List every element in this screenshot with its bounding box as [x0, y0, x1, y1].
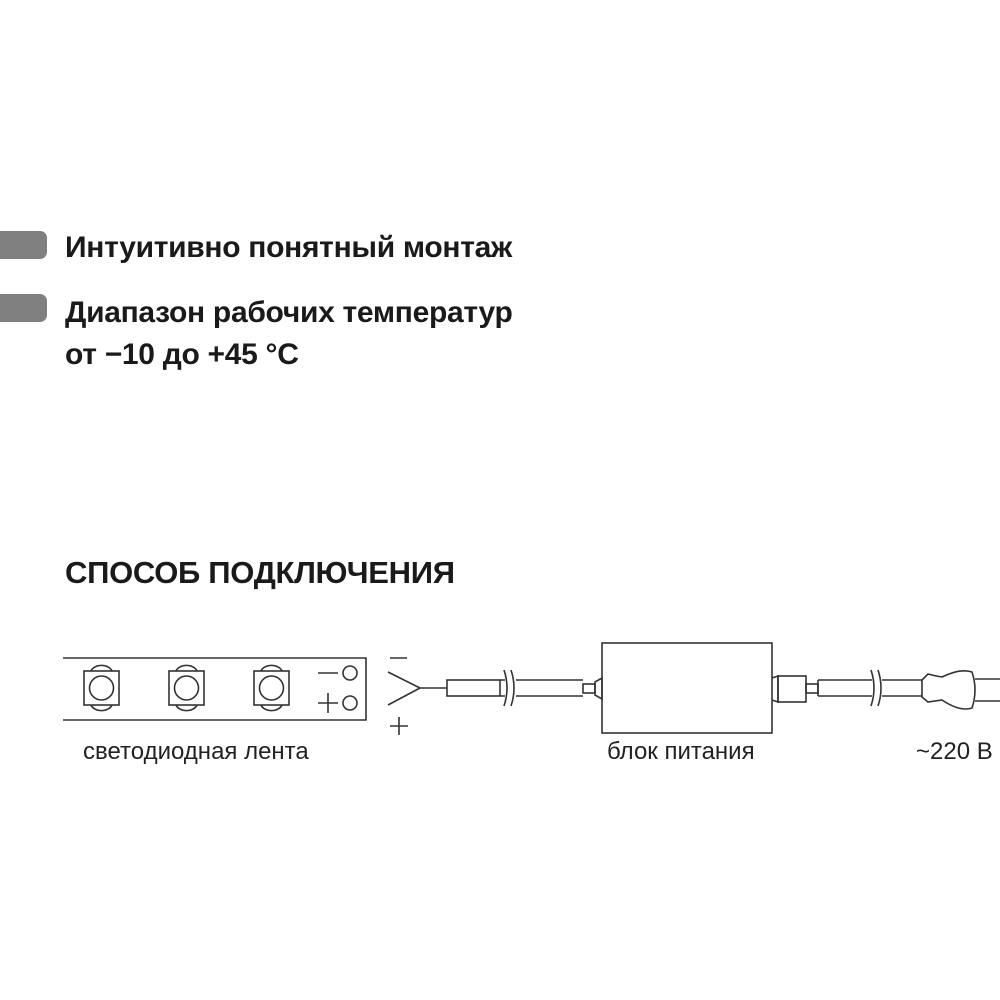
led-chip-icon	[253, 664, 290, 712]
mains-cable	[771, 669, 1000, 710]
plus-sign-icon	[390, 717, 408, 735]
bullet-icon	[0, 294, 47, 322]
plug-icon	[921, 670, 976, 710]
feature-temperature-line2: от −10 до +45 °C	[65, 338, 299, 371]
connection-heading: СПОСОБ ПОДКЛЮЧЕНИЯ	[65, 555, 455, 590]
power-supply-box	[601, 642, 773, 734]
cable-break-icon	[503, 669, 515, 707]
feature-temperature-line1: Диапазон рабочих температур	[65, 296, 513, 329]
label-led-strip: светодиодная лента	[83, 738, 309, 765]
led-chip-icon	[83, 664, 120, 712]
feature-mounting: Интуитивно понятный монтаж	[65, 231, 512, 264]
led-strip	[63, 657, 367, 721]
cable-break-icon	[870, 669, 882, 707]
label-power-supply: блок питания	[607, 738, 755, 765]
plus-sign-icon	[318, 693, 338, 713]
terminal-minus	[342, 665, 358, 681]
strip-cable	[387, 657, 603, 735]
bullet-icon	[0, 231, 47, 259]
led-chip-icon	[168, 664, 205, 712]
terminal-plus	[342, 695, 358, 711]
label-mains: ~220 В	[916, 738, 993, 765]
